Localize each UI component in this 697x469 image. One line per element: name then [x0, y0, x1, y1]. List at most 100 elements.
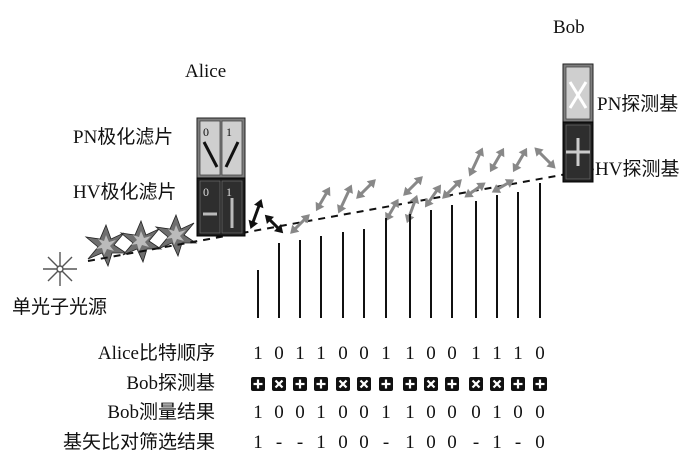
alice-bit-row-cell: 1 [253, 343, 263, 364]
plus-basis-icon [403, 377, 417, 391]
plus-basis-icon [251, 377, 265, 391]
alice-bit-row-cell: 0 [274, 343, 284, 364]
sifted-row-cell: - [472, 432, 480, 453]
bob-result-row-cell: 0 [295, 402, 305, 423]
hv-digit-0: 0 [203, 185, 209, 199]
sifted-row-cell: 0 [338, 432, 348, 453]
alice-bit-row-cell: 1 [295, 343, 305, 364]
plus-basis-icon [445, 377, 459, 391]
bob-result-row-label: Bob测量结果 [107, 402, 215, 423]
pn-filter-label: PN极化滤片 [73, 127, 174, 148]
alice-bit-row-cell: 1 [316, 343, 326, 364]
polarized-photon-arrow [512, 147, 528, 173]
bob-basis-row-label: Bob探测基 [126, 373, 215, 394]
bob-result-row-cell: 0 [359, 402, 369, 423]
sifted-row-cell: - [275, 432, 283, 453]
sifted-row-cell: 0 [447, 432, 457, 453]
polarized-photon-arrow [290, 214, 310, 234]
sifted-row-cell: 0 [426, 432, 436, 453]
sifted-row-cell: 1 [253, 432, 263, 453]
plus-basis-icon [533, 377, 547, 391]
alice-bit-row-cell: 1 [513, 343, 523, 364]
alice-bit-row-cell: 1 [381, 343, 391, 364]
alice-bit-row-cell: 0 [426, 343, 436, 364]
bob-result-row-cell: 0 [471, 402, 481, 423]
alice-bit-row-cell: 0 [535, 343, 545, 364]
cross-basis-icon [469, 377, 483, 391]
sifted-row-cell: 0 [535, 432, 545, 453]
alice-bit-row-cell: 0 [338, 343, 348, 364]
bob-result-row-cell: 1 [492, 402, 502, 423]
polarized-photon-arrow [424, 184, 442, 208]
photon-path [87, 167, 601, 262]
sifted-row-cell: 1 [316, 432, 326, 453]
bob-result-row-cell: 0 [274, 402, 284, 423]
pn-digit-1: 1 [226, 125, 232, 139]
photon-burst-1 [84, 223, 128, 268]
pn-detector-label: PN探测基 [597, 94, 679, 115]
plus-basis-icon [511, 377, 525, 391]
sifted-row-cell: - [514, 432, 522, 453]
bob-result-row-cell: 0 [513, 402, 523, 423]
cross-basis-icon [272, 377, 286, 391]
alice-bit-row-cell: 1 [492, 343, 502, 364]
sifted-row-cell: 1 [492, 432, 502, 453]
polarized-photon-arrow [337, 184, 353, 214]
alice-bit-row-label: Alice比特顺序 [97, 343, 215, 364]
bob-result-row-cell: 0 [426, 402, 436, 423]
bob-result-row-cell: 0 [447, 402, 457, 423]
bob-label: Bob [553, 17, 585, 38]
sifted-row-cell: - [296, 432, 304, 453]
bob-result-row-cell: 1 [381, 402, 391, 423]
bob-result-row-cell: 0 [535, 402, 545, 423]
alice-bit-row-cell: 1 [471, 343, 481, 364]
polarized-photon-arrow [403, 176, 423, 196]
polarized-photon-arrow [404, 194, 420, 224]
polarized-photon-arrow [385, 198, 399, 222]
plus-basis-icon [314, 377, 328, 391]
hv-digit-1: 1 [226, 185, 232, 199]
polarized-photon-arrow [356, 179, 376, 199]
polarized-photon-arrow [264, 214, 284, 234]
plus-basis-icon [293, 377, 307, 391]
polarized-photon-arrow [491, 179, 515, 193]
photon-burst-2 [119, 219, 163, 264]
bob-result-row-cell: 1 [253, 402, 263, 423]
polarized-photon-arrow [468, 147, 484, 177]
polarized-photon-arrow [489, 147, 505, 173]
plus-basis-icon [379, 377, 393, 391]
sifted-row-cell: 1 [405, 432, 415, 453]
pn-digit-0: 0 [203, 125, 209, 139]
cross-basis-icon [357, 377, 371, 391]
pn-slash-icon [202, 141, 219, 168]
bit-pulse-lines [257, 183, 541, 318]
cross-basis-icon [424, 377, 438, 391]
sifted-row-cell: 0 [359, 432, 369, 453]
alice-label: Alice [185, 61, 227, 82]
polarized-photon-arrow [442, 179, 462, 199]
sifted-row-cell: - [382, 432, 390, 453]
alice-bit-row-cell: 0 [359, 343, 369, 364]
bob-result-row-cell: 1 [405, 402, 415, 423]
cross-basis-icon [490, 377, 504, 391]
bob-detector-block [562, 63, 594, 183]
sifted-row-label: 基矢比对筛选结果 [62, 432, 215, 453]
polarized-photon-arrow [464, 182, 486, 198]
pn-backslash-icon [224, 141, 240, 168]
bob-result-row-cell: 0 [338, 402, 348, 423]
polarized-photon-arrows [248, 147, 556, 234]
bob-result-row-cell: 1 [316, 402, 326, 423]
alice-bit-row-cell: 1 [405, 343, 415, 364]
alice-bit-row-cell: 0 [447, 343, 457, 364]
photon-burst-3 [154, 213, 198, 258]
photon-source-icon [43, 252, 77, 286]
photon-source-label: 单光子光源 [12, 297, 108, 318]
hv-detector-label: HV探测基 [595, 159, 680, 180]
polarized-photon-arrow [315, 186, 331, 212]
polarized-photon-arrow [248, 198, 264, 230]
hv-filter-label: HV极化滤片 [73, 182, 177, 203]
alice-filter-block [196, 117, 246, 237]
cross-basis-icon [336, 377, 350, 391]
